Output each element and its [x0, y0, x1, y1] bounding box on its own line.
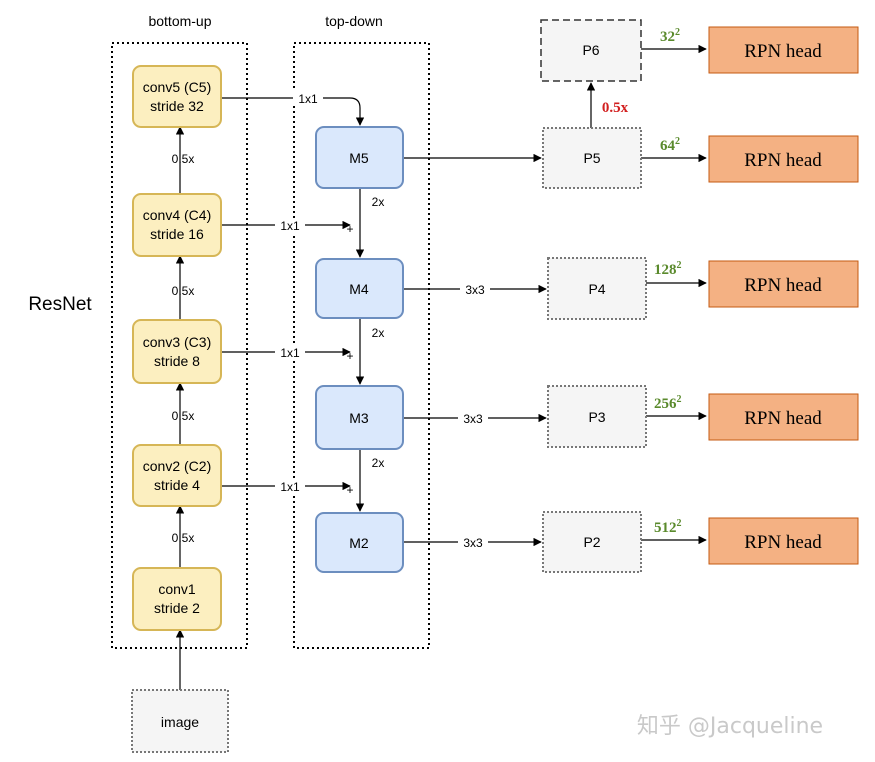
conv-name: conv2 (C2)	[143, 458, 211, 474]
upsample-label: 2x	[372, 456, 385, 470]
p3-node: P3	[547, 385, 647, 448]
merge-label: M2	[349, 535, 369, 551]
anchor-size-label: 5122	[654, 518, 682, 536]
image-label: image	[161, 714, 199, 730]
merge-label: M3	[349, 410, 369, 426]
p-label: P6	[582, 42, 599, 58]
rpn-head-p5: RPN head	[708, 135, 859, 183]
conv-name: conv1	[158, 581, 196, 597]
anchor-size-label: 322	[660, 27, 680, 45]
lateral-label: 1x1	[280, 346, 300, 360]
rpn-head-p2: RPN head	[708, 517, 859, 565]
conv-stride: stride 16	[150, 226, 204, 242]
rpn-label: RPN head	[744, 150, 822, 171]
downsample-label: 0.5x	[172, 531, 195, 545]
plus-sign: +	[346, 349, 353, 363]
conv-stride: stride 4	[154, 477, 200, 493]
plus-sign: +	[346, 483, 353, 497]
conv1-node: conv1 stride 2	[132, 567, 222, 631]
p5-node: P5	[542, 127, 642, 189]
conv-name: conv3 (C3)	[143, 334, 211, 350]
conv-name: conv4 (C4)	[143, 207, 211, 223]
anchor-size-label: 1282	[654, 260, 682, 278]
rpn-head-p6: RPN head	[708, 26, 859, 74]
lateral-c5-m5	[221, 97, 365, 126]
merge-label: M4	[349, 281, 369, 297]
label-bg	[275, 345, 305, 360]
smoothing-label: 3x3	[465, 283, 485, 297]
label-bg	[293, 91, 323, 106]
image-node	[131, 689, 229, 753]
p-label: P5	[583, 150, 600, 166]
smoothing-label: 3x3	[463, 412, 483, 426]
anchor-size-label: 642	[660, 136, 680, 154]
downsample-label: 0.5x	[172, 409, 195, 423]
m5-node: M5	[315, 126, 404, 189]
top-down-title: top-down	[325, 13, 383, 29]
conv3-node: conv3 (C3) stride 8	[132, 319, 222, 384]
lateral-label: 1x1	[298, 92, 318, 106]
rpn-label: RPN head	[744, 41, 822, 62]
m2-node: M2	[315, 512, 404, 573]
upsample-label: 2x	[372, 326, 385, 340]
label-bg	[458, 535, 488, 550]
lateral-label: 1x1	[280, 480, 300, 494]
conv-stride: stride 8	[154, 353, 200, 369]
conv-name: conv5 (C5)	[143, 79, 211, 95]
p-label: P4	[588, 281, 605, 297]
downsample-label: 0.5x	[172, 152, 195, 166]
label-bg	[275, 479, 305, 494]
label-bg	[458, 411, 488, 426]
lateral-label: 1x1	[280, 219, 300, 233]
conv5-node: conv5 (C5) stride 32	[132, 65, 222, 128]
rpn-head-p3: RPN head	[708, 393, 859, 441]
conv-stride: stride 2	[154, 600, 200, 616]
conv-stride: stride 32	[150, 98, 204, 114]
rpn-label: RPN head	[744, 408, 822, 429]
p2-node: P2	[542, 511, 642, 573]
anchor-size-label: 2562	[654, 394, 682, 412]
p4-node: P4	[547, 257, 647, 320]
rpn-label: RPN head	[744, 275, 822, 296]
rpn-head-p4: RPN head	[708, 260, 859, 308]
bottom-up-title: bottom-up	[148, 13, 211, 29]
merge-label: M5	[349, 150, 369, 166]
rpn-label: RPN head	[744, 532, 822, 553]
p-label: P2	[583, 534, 600, 550]
m4-node: M4	[315, 258, 404, 319]
conv4-node: conv4 (C4) stride 16	[132, 193, 222, 257]
smoothing-label: 3x3	[463, 536, 483, 550]
watermark: 知乎 @Jacqueline	[637, 714, 823, 739]
label-bg	[275, 218, 305, 233]
downsample-label: 0.5x	[172, 284, 195, 298]
m3-node: M3	[315, 385, 404, 450]
p-label: P3	[588, 409, 605, 425]
p6-node: P6	[540, 19, 642, 82]
plus-sign: +	[346, 222, 353, 236]
label-bg	[460, 282, 490, 297]
p6-scale-label: 0.5x	[602, 100, 629, 116]
resnet-label: ResNet	[28, 294, 92, 315]
upsample-label: 2x	[372, 195, 385, 209]
conv2-node: conv2 (C2) stride 4	[132, 444, 222, 507]
